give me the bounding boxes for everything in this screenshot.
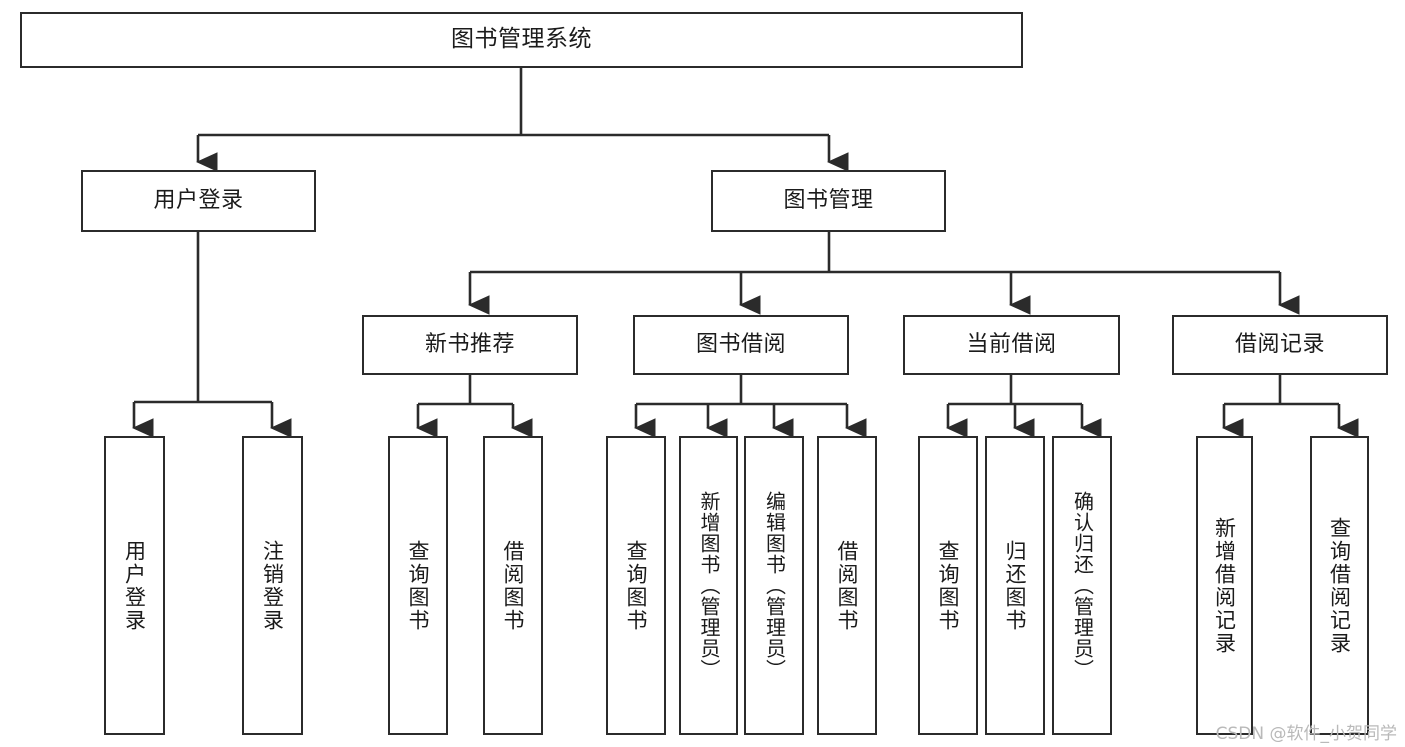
node-label: 用户登录: [153, 187, 244, 213]
leaf-query-books-current[interactable]: 查询图书: [918, 436, 978, 735]
leaf-query-books-recommend[interactable]: 查询图书: [388, 436, 448, 735]
leaf-user-login[interactable]: 用户登录: [104, 436, 165, 735]
node-book-borrowing[interactable]: 图书借阅: [633, 315, 849, 375]
leaf-confirm-return-admin[interactable]: 确认归还（管理员）: [1052, 436, 1112, 735]
node-label: 图书管理系统: [451, 26, 592, 53]
node-label: 图书借阅: [695, 331, 786, 357]
node-label: 用户登录: [122, 539, 147, 632]
leaf-query-books-borrow[interactable]: 查询图书: [606, 436, 666, 735]
node-label: 借阅图书: [501, 539, 526, 632]
leaf-add-book-admin[interactable]: 新增图书（管理员）: [679, 436, 738, 735]
node-label: 新增图书（管理员）: [697, 491, 721, 680]
node-label: 新书推荐: [424, 331, 515, 357]
node-label: 新增借阅记录: [1212, 516, 1237, 655]
node-label: 图书管理: [783, 187, 874, 213]
leaf-edit-book-admin[interactable]: 编辑图书（管理员）: [744, 436, 804, 735]
node-label: 借阅记录: [1234, 331, 1325, 357]
node-label: 归还图书: [1003, 539, 1028, 632]
leaf-logout[interactable]: 注销登录: [242, 436, 303, 735]
node-label: 查询图书: [624, 539, 649, 632]
leaf-borrow-books-recommend[interactable]: 借阅图书: [483, 436, 543, 735]
node-borrowing-records[interactable]: 借阅记录: [1172, 315, 1388, 375]
node-label: 当前借阅: [966, 331, 1057, 357]
node-user-login[interactable]: 用户登录: [81, 170, 316, 232]
node-book-management[interactable]: 图书管理: [711, 170, 946, 232]
node-label: 编辑图书（管理员）: [762, 491, 787, 680]
node-current-borrowing[interactable]: 当前借阅: [903, 315, 1120, 375]
leaf-return-books[interactable]: 归还图书: [985, 436, 1045, 735]
node-label: 确认归还（管理员）: [1070, 491, 1095, 680]
node-label: 查询图书: [406, 539, 431, 632]
leaf-query-borrow-record[interactable]: 查询借阅记录: [1310, 436, 1369, 735]
node-label: 查询图书: [936, 539, 961, 632]
leaf-borrow-books[interactable]: 借阅图书: [817, 436, 877, 735]
node-label: 注销登录: [260, 539, 285, 632]
node-root-book-management-system[interactable]: 图书管理系统: [20, 12, 1023, 68]
node-label: 借阅图书: [835, 539, 860, 632]
leaf-add-borrow-record[interactable]: 新增借阅记录: [1196, 436, 1253, 735]
node-new-book-recommendation[interactable]: 新书推荐: [362, 315, 578, 375]
node-label: 查询借阅记录: [1327, 516, 1352, 655]
